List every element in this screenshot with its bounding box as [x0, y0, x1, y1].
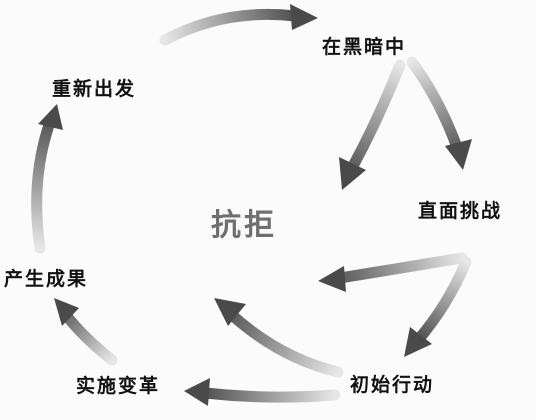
arrowhead-result-to-restart: [38, 104, 63, 130]
arrowhead-challenge-to-center: [318, 266, 346, 292]
arrow-dark-to-center: [346, 59, 406, 174]
arrow-change-to-result: [60, 309, 118, 366]
node-produce-results: 产生成果: [4, 268, 89, 290]
arrow-restart-to-dark: [159, 8, 301, 46]
arrowhead-dark-to-challenge: [445, 139, 472, 170]
node-face-challenge: 直面挑战: [418, 200, 503, 222]
node-restart: 重新出发: [52, 78, 137, 100]
arrowhead-action-to-change: [184, 378, 210, 406]
arrow-action-to-change: [199, 387, 341, 403]
arrow-result-to-restart: [31, 116, 56, 254]
node-initial-action: 初始行动: [350, 374, 435, 396]
arrowhead-restart-to-dark: [290, 4, 318, 30]
arrow-dark-to-challenge: [406, 56, 464, 156]
arrow-challenge-to-action: [412, 256, 472, 346]
arrowhead-challenge-to-action: [404, 327, 432, 357]
arrow-action-to-center: [226, 309, 344, 378]
arrowhead-change-to-result: [54, 298, 79, 326]
node-in-darkness: 在黑暗中: [322, 36, 407, 58]
arrowhead-action-to-center: [214, 298, 246, 326]
arrowhead-dark-to-center: [339, 157, 366, 190]
center-resistance: 抗拒: [211, 208, 277, 243]
node-implement-change: 实施变革: [76, 375, 161, 397]
arrow-challenge-to-center: [334, 252, 468, 284]
